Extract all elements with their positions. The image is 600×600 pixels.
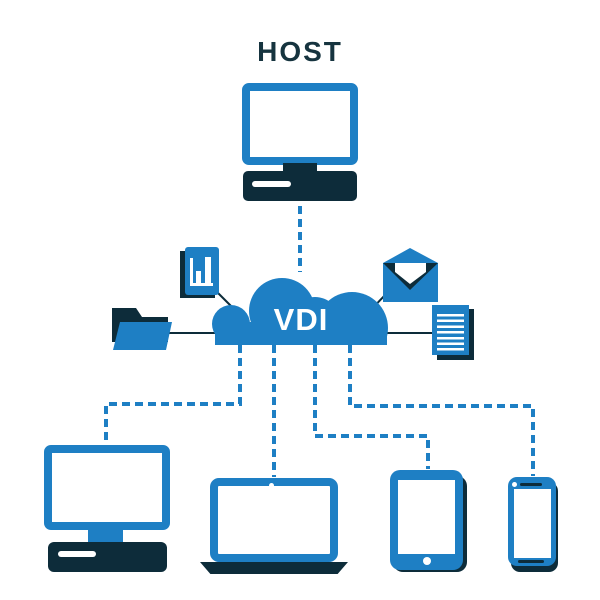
dashed-link-cloud-desktop — [104, 345, 242, 444]
email-icon — [383, 248, 438, 302]
bar-chart-y-axis — [190, 258, 193, 286]
folder-front — [113, 322, 172, 350]
laptop-base — [200, 562, 348, 574]
envelope-pocket — [383, 270, 438, 302]
bar-chart-tall-bar — [205, 257, 211, 283]
dashed-link-cloud-tablet — [313, 345, 430, 469]
smartphone-bottom-slot — [518, 560, 544, 563]
cloud-label: VDI — [274, 302, 329, 337]
laptop-screen — [210, 478, 338, 562]
desktop-base-slot — [58, 551, 96, 557]
dashed-link-cloud-smartphone — [348, 345, 535, 476]
host-monitor — [242, 83, 358, 165]
host-label: HOST — [257, 36, 343, 67]
envelope-flap — [383, 248, 438, 263]
tablet-home-button — [423, 557, 431, 565]
smartphone-camera-dot — [512, 482, 517, 487]
host-stand — [283, 163, 317, 173]
document-text-lines — [437, 314, 464, 352]
bar-chart-x-axis — [190, 283, 213, 286]
desktop-monitor — [44, 445, 170, 530]
host-base-slot — [252, 181, 291, 187]
desktop-base — [48, 542, 167, 572]
envelope-letter — [395, 257, 426, 284]
laptop-camera-dot — [269, 483, 274, 488]
tablet-screen — [398, 480, 455, 554]
smartphone-speaker — [520, 483, 542, 486]
bar-chart-small-bar — [196, 271, 201, 283]
vdi-cloud — [212, 278, 388, 345]
folder-icon — [112, 308, 172, 350]
desktop-stand — [88, 529, 123, 543]
smartphone-screen — [514, 489, 551, 558]
